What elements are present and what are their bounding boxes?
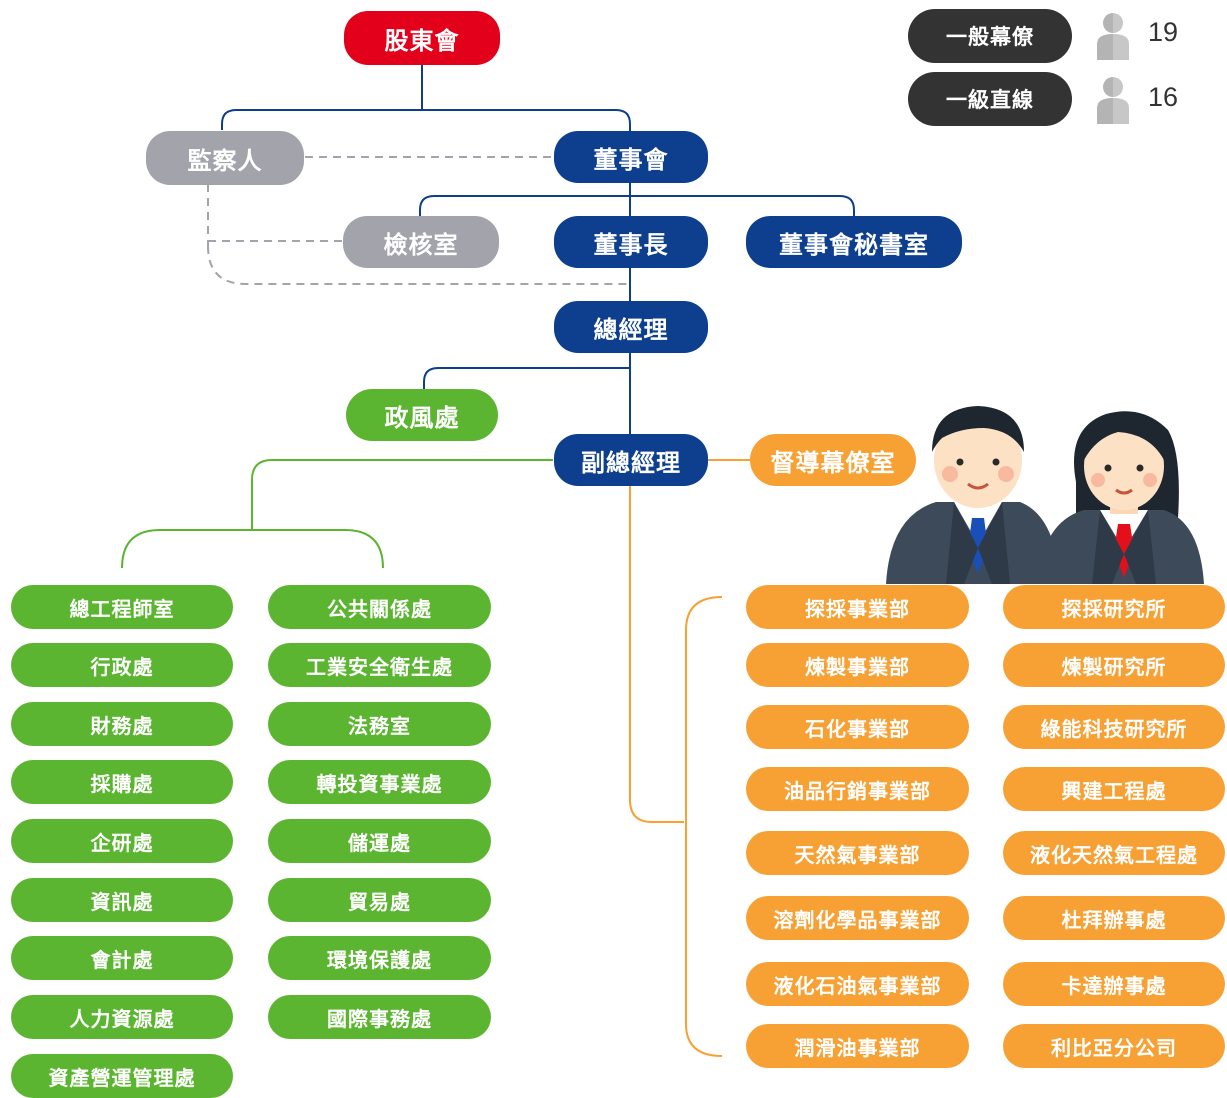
- line-unit-pill[interactable]: 溶劑化學品事業部: [746, 896, 969, 940]
- line-unit-pill[interactable]: 興建工程處: [1003, 767, 1225, 811]
- person-icon: [1097, 12, 1132, 60]
- line-unit-pill[interactable]: 探採事業部: [746, 585, 969, 629]
- staff-unit-pill[interactable]: 會計處: [11, 936, 233, 980]
- staff-unit-pill[interactable]: 貿易處: [268, 878, 491, 922]
- audit-office-node[interactable]: 檢核室: [343, 216, 499, 268]
- staff-unit-pill[interactable]: 資訊處: [11, 878, 233, 922]
- legend-general-staff-label: 一般幕僚: [946, 25, 1034, 49]
- board-node[interactable]: 董事會: [554, 131, 708, 183]
- legend-first-line: 一級直線: [908, 72, 1072, 126]
- staff-unit-pill[interactable]: 財務處: [11, 702, 233, 746]
- staff-unit-pill[interactable]: 國際事務處: [268, 995, 491, 1039]
- line-unit-pill[interactable]: 天然氣事業部: [746, 831, 969, 875]
- chairman-node[interactable]: 董事長: [554, 216, 708, 268]
- staff-unit-pill[interactable]: 工業安全衛生處: [268, 643, 491, 687]
- staff-unit-pill[interactable]: 環境保護處: [268, 936, 491, 980]
- line-unit-pill[interactable]: 探採研究所: [1003, 585, 1225, 629]
- staff-unit-pill[interactable]: 轉投資事業處: [268, 760, 491, 804]
- staff-unit-pill[interactable]: 採購處: [11, 760, 233, 804]
- staff-unit-pill[interactable]: 行政處: [11, 643, 233, 687]
- staff-unit-pill[interactable]: 儲運處: [268, 819, 491, 863]
- staff-unit-pill[interactable]: 企研處: [11, 819, 233, 863]
- line-unit-pill[interactable]: 綠能科技研究所: [1003, 705, 1225, 749]
- shareholders-node[interactable]: 股東會: [344, 11, 500, 65]
- vice-president-node[interactable]: 副總經理: [554, 434, 708, 486]
- person-icon: [1097, 76, 1132, 124]
- staff-unit-pill[interactable]: 人力資源處: [11, 995, 233, 1039]
- employees-illustration: [886, 406, 1204, 584]
- line-unit-pill[interactable]: 潤滑油事業部: [746, 1024, 969, 1068]
- ethics-office-node[interactable]: 政風處: [346, 389, 498, 441]
- legend-first-line-count: 16: [1148, 82, 1179, 112]
- male-employee: [886, 406, 1060, 584]
- line-unit-pill[interactable]: 卡達辦事處: [1003, 962, 1225, 1006]
- line-unit-pill[interactable]: 煉製事業部: [746, 643, 969, 687]
- president-node[interactable]: 總經理: [554, 301, 708, 353]
- staff-unit-pill[interactable]: 資產營運管理處: [11, 1054, 233, 1098]
- female-employee: [1038, 411, 1204, 584]
- inspection-staff-office-node[interactable]: 督導幕僚室: [750, 434, 916, 486]
- line-unit-pill[interactable]: 液化天然氣工程處: [1003, 831, 1225, 875]
- staff-unit-pill[interactable]: 法務室: [268, 702, 491, 746]
- line-unit-pill[interactable]: 利比亞分公司: [1003, 1024, 1225, 1068]
- line-unit-pill[interactable]: 杜拜辦事處: [1003, 896, 1225, 940]
- staff-unit-pill[interactable]: 總工程師室: [11, 585, 233, 629]
- board-secretariat-node[interactable]: 董事會秘書室: [746, 216, 962, 268]
- legend-general-staff: 一般幕僚: [908, 9, 1072, 63]
- line-unit-pill[interactable]: 石化事業部: [746, 705, 969, 749]
- supervisor-node[interactable]: 監察人: [146, 131, 304, 185]
- legend-general-staff-count: 19: [1148, 17, 1179, 47]
- line-unit-pill[interactable]: 油品行銷事業部: [746, 767, 969, 811]
- line-unit-pill[interactable]: 液化石油氣事業部: [746, 962, 969, 1006]
- staff-unit-pill[interactable]: 公共關係處: [268, 585, 491, 629]
- line-unit-pill[interactable]: 煉製研究所: [1003, 643, 1225, 687]
- legend-first-line-label: 一級直線: [946, 88, 1034, 112]
